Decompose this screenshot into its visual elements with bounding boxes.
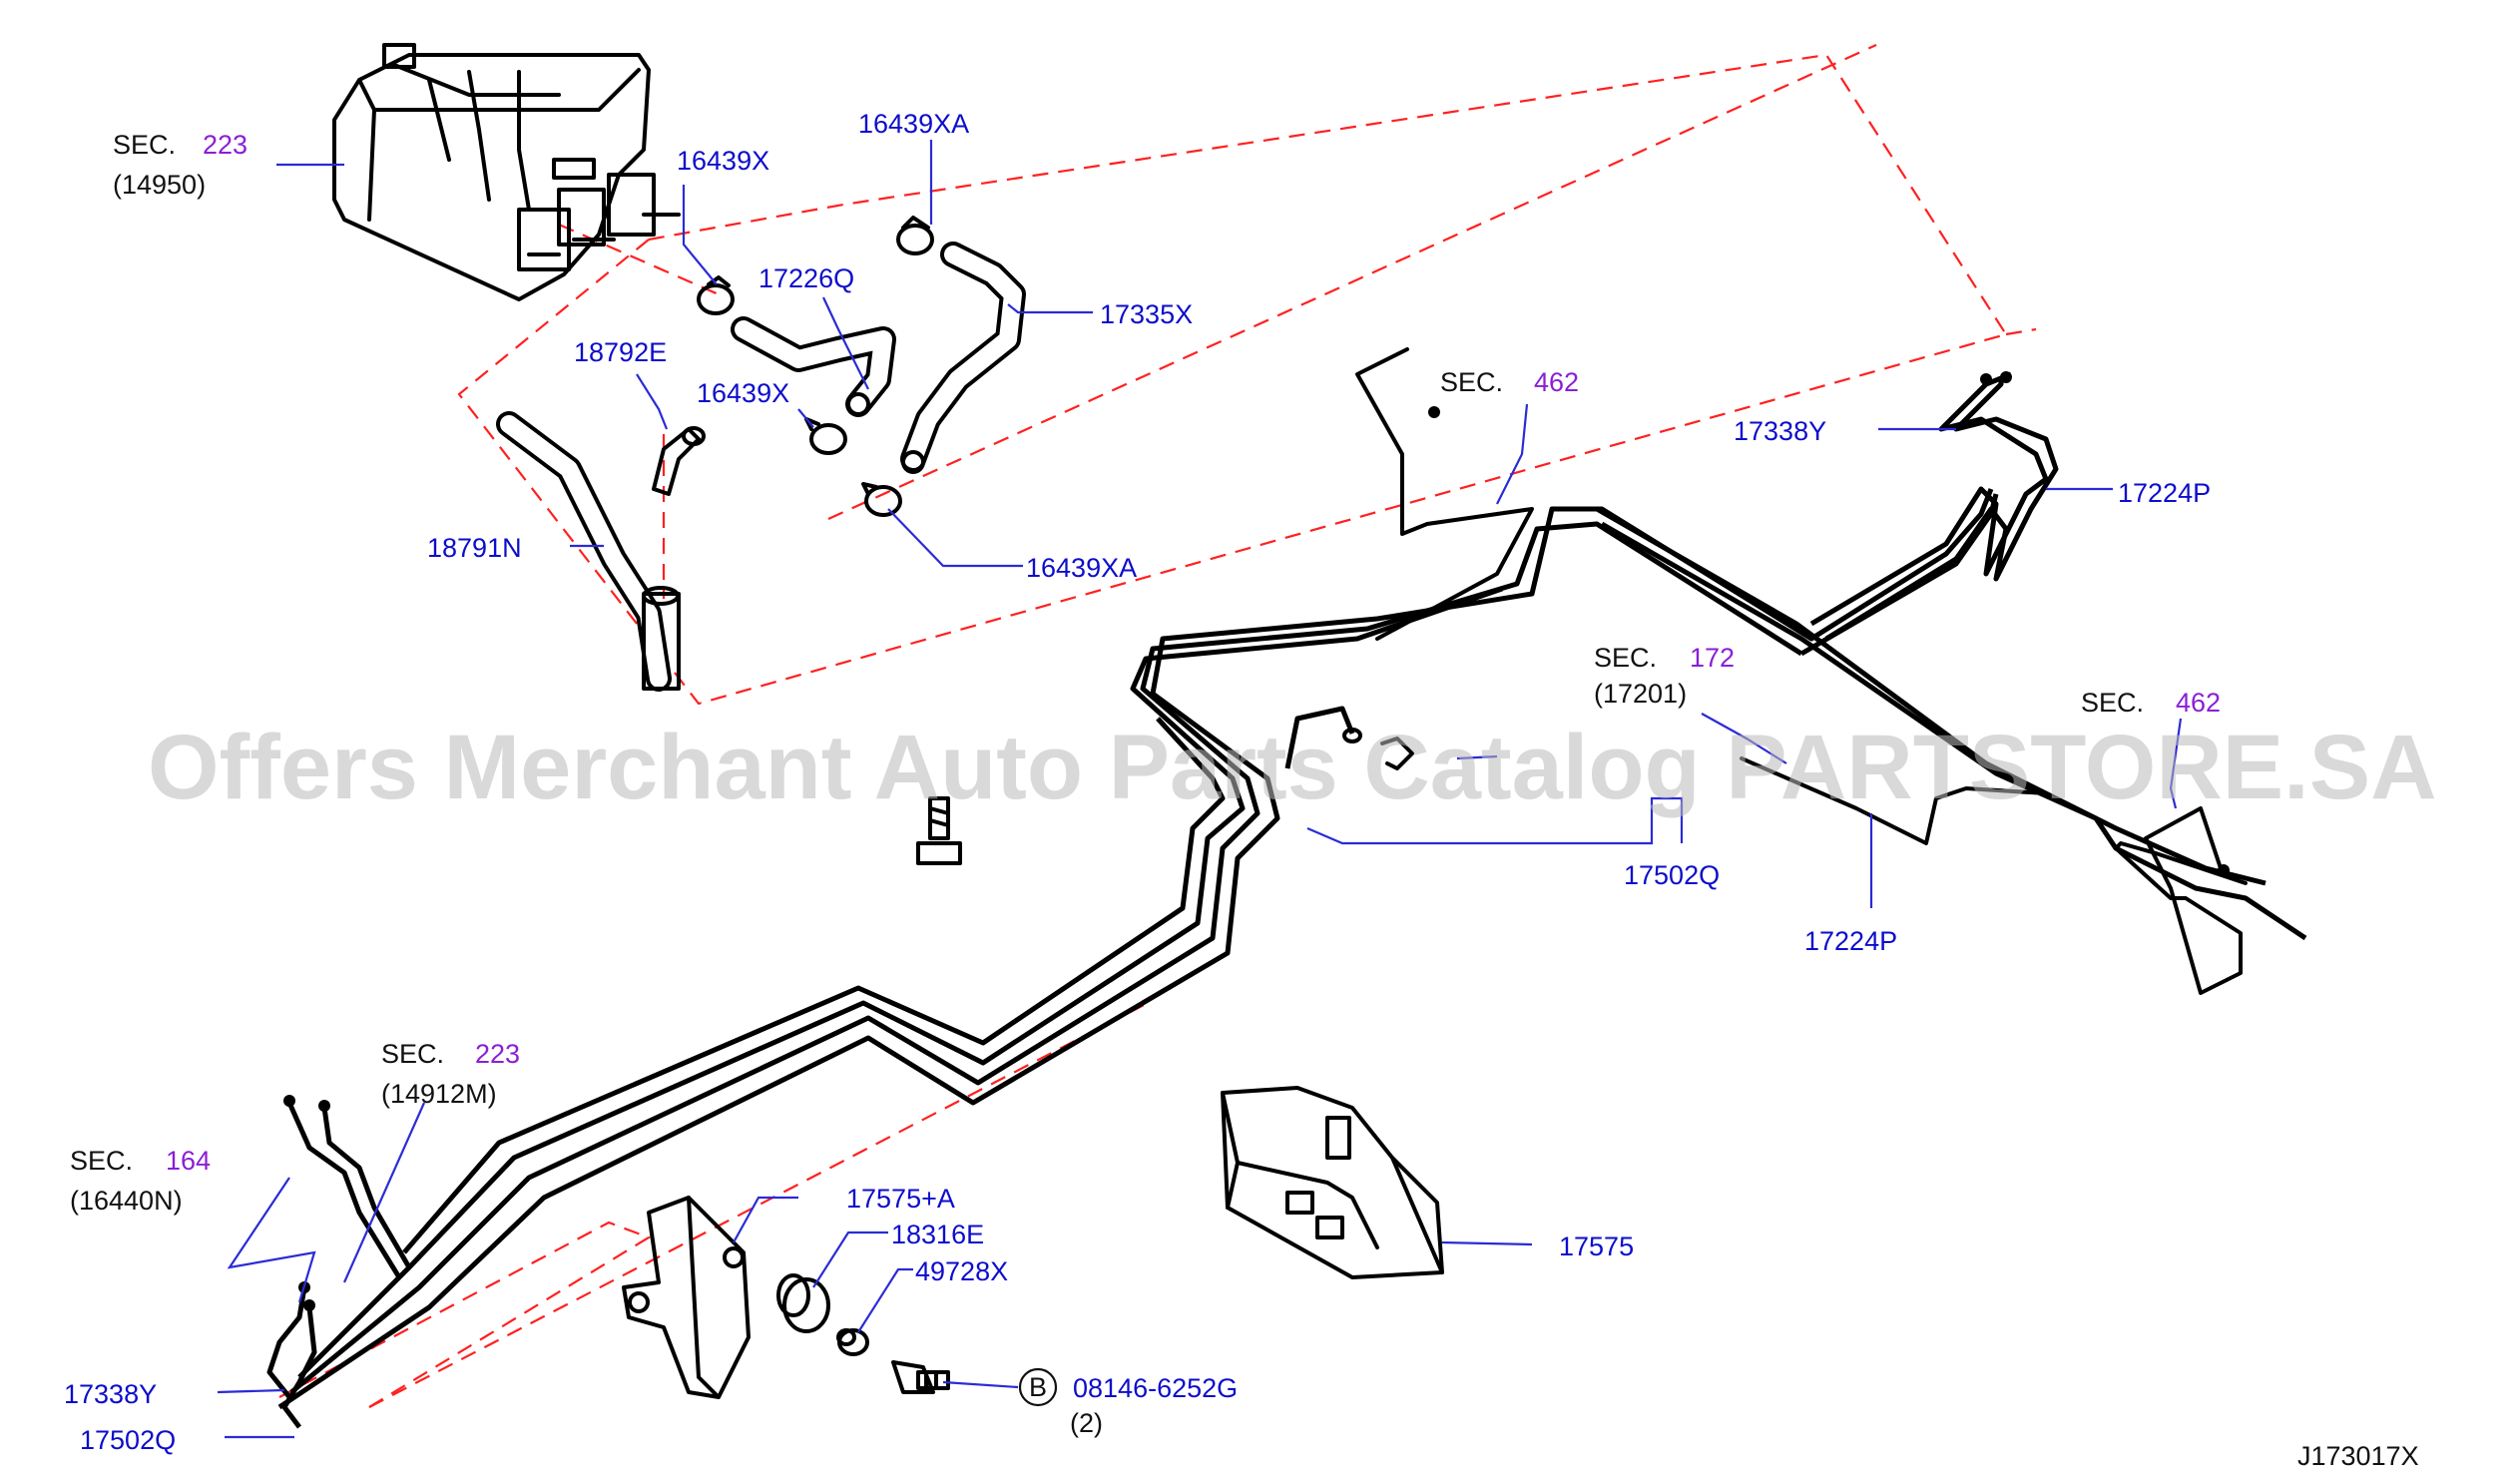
sec-223-bottom-label: SEC.: [381, 1039, 444, 1069]
sec-462-a-label: SEC.: [1440, 367, 1503, 397]
bolt-08146[interactable]: [891, 1360, 950, 1394]
part-16439xa-upper[interactable]: 16439XA: [858, 109, 969, 139]
part-17502q-lower[interactable]: 17502Q: [80, 1425, 176, 1455]
part-08146-6252g[interactable]: 08146-6252G: [1073, 1373, 1238, 1403]
assembly-guide-lines: [278, 43, 2037, 1408]
part-17575[interactable]: 17575: [1559, 1232, 1634, 1261]
part-17224p-upper[interactable]: 17224P: [2118, 478, 2211, 508]
sec-223-bottom-sub: (14912M): [381, 1079, 497, 1109]
part-17335x[interactable]: 17335X: [1100, 299, 1193, 329]
bracket-sec172: [1740, 756, 2048, 845]
part-16439xa-lower[interactable]: 16439XA: [1026, 553, 1137, 583]
part-17502q-upper[interactable]: 17502Q: [1624, 860, 1720, 890]
bolt-middle[interactable]: [916, 796, 962, 865]
labels: SEC. 223 (14950) 16439X 16439XA 17226Q 1…: [64, 109, 2419, 1471]
pipe-17338y-upper[interactable]: [1809, 371, 2059, 642]
clamp-16439xa-upper[interactable]: [896, 216, 934, 255]
part-18791n[interactable]: 18791N: [427, 533, 522, 563]
sec-172-sub: (17201): [1594, 679, 1687, 709]
bracket-sec462-a: [1355, 347, 1534, 641]
marker-b-letter: B: [1029, 1372, 1047, 1402]
diagram-id: J173017X: [2297, 1441, 2419, 1471]
collar-49728x[interactable]: [836, 1328, 869, 1356]
part-18316e[interactable]: 18316E: [891, 1220, 984, 1249]
part-16439x-upper[interactable]: 16439X: [677, 146, 769, 176]
sec-223-top-num[interactable]: 223: [203, 130, 248, 160]
part-08146-qty: (2): [1070, 1408, 1103, 1438]
pipe-17338y-lower[interactable]: [266, 1095, 412, 1429]
charcoal-canister[interactable]: [332, 43, 681, 301]
clamp-16439xa-lower[interactable]: [861, 482, 902, 517]
part-17575a[interactable]: 17575+A: [846, 1184, 955, 1214]
pipe-bundle-17502q[interactable]: [277, 488, 2307, 1410]
sec-172-num[interactable]: 172: [1690, 643, 1735, 673]
bracket-17575a[interactable]: [622, 1196, 751, 1399]
sec-462-b-num[interactable]: 462: [2176, 688, 2221, 718]
hose-18791n[interactable]: [496, 411, 681, 692]
sec-223-top-label: SEC.: [113, 130, 176, 160]
fitting-18792e[interactable]: [652, 426, 706, 496]
part-17338y-upper[interactable]: 17338Y: [1734, 416, 1826, 446]
sec-164-label: SEC.: [70, 1146, 133, 1176]
cover-17575[interactable]: [1221, 1086, 1444, 1279]
sec-223-top-sub: (14950): [113, 170, 206, 200]
sec-462-b-label: SEC.: [2081, 688, 2144, 718]
part-17224p-lower[interactable]: 17224P: [1804, 926, 1897, 956]
sec-164-sub: (16440N): [70, 1186, 183, 1216]
hose-17335x[interactable]: [900, 242, 1026, 474]
marker-b-circle: [1018, 1367, 1058, 1407]
sec-164-num[interactable]: 164: [166, 1146, 211, 1176]
leader-lines: [217, 140, 2183, 1439]
part-18792e[interactable]: 18792E: [574, 337, 667, 367]
pipe-small-middle[interactable]: [1284, 706, 1414, 770]
part-49728x[interactable]: 49728X: [915, 1256, 1008, 1286]
watermark: Offers Merchant Auto Parts Catalog PARTS…: [148, 717, 2437, 818]
part-16439x-lower[interactable]: 16439X: [697, 378, 789, 408]
part-17226q[interactable]: 17226Q: [758, 263, 854, 293]
grommet-18316e[interactable]: [776, 1273, 830, 1333]
sec-223-bottom-num[interactable]: 223: [475, 1039, 520, 1069]
part-17338y-lower[interactable]: 17338Y: [64, 1379, 157, 1409]
sec-462-a-num[interactable]: 462: [1534, 367, 1579, 397]
sec-172-label: SEC.: [1594, 643, 1657, 673]
hose-17226q[interactable]: [731, 316, 896, 417]
clamp-16439x-upper[interactable]: [697, 275, 735, 315]
bracket-sec462-b: [2114, 806, 2248, 995]
